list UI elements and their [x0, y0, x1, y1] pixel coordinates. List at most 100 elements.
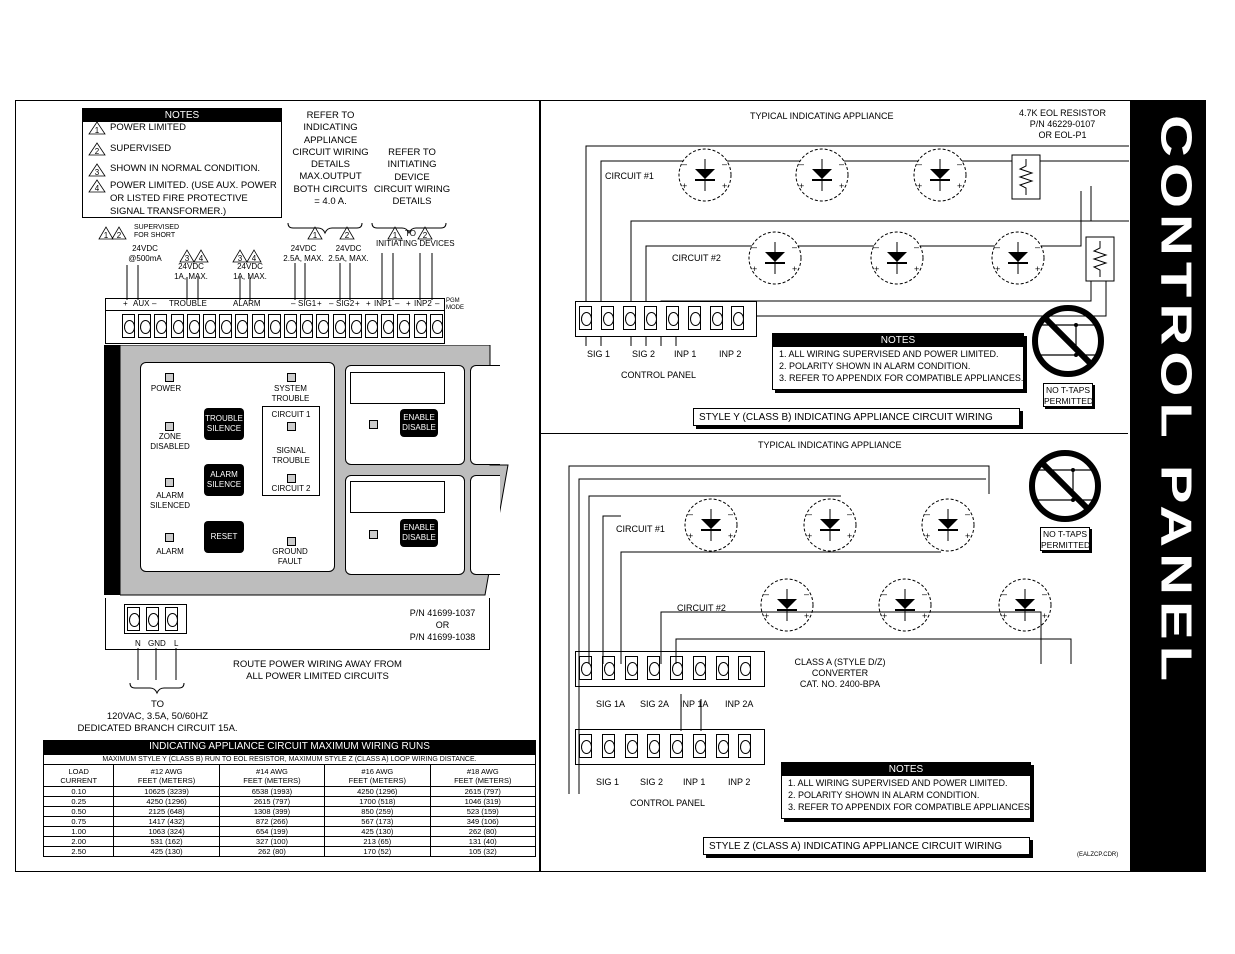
- table-cell: 425 (130): [113, 846, 220, 857]
- terminal-strip: [105, 298, 445, 344]
- svg-text:2: 2: [423, 231, 428, 240]
- alarm-silenced-led: [165, 478, 174, 487]
- right-panel-divider: [540, 433, 1128, 434]
- style-y-sig2: SIG 2: [632, 349, 656, 359]
- style-z-diagram: [568, 465, 1072, 794]
- style-z-control-panel: CONTROL PANEL: [630, 798, 706, 808]
- screw-terminal: [601, 734, 615, 758]
- screw-terminal: [709, 306, 723, 330]
- note-triangle-icon: [339, 226, 355, 240]
- svg-text:–: –: [922, 589, 927, 599]
- reset-button[interactable]: RESET: [204, 521, 244, 553]
- svg-text:+: +: [807, 531, 812, 541]
- screw-terminal: [267, 314, 281, 338]
- note-triangle-icon: [88, 142, 106, 156]
- power-label: POWER: [150, 384, 182, 393]
- screw-terminal: [316, 314, 330, 338]
- style-z-circuit1: CIRCUIT #1: [616, 524, 665, 534]
- screw-terminal: [284, 314, 297, 338]
- screw-terminal: [397, 314, 411, 338]
- screw-terminal: [715, 656, 729, 680]
- table-cell: 6538 (1993): [218, 786, 326, 797]
- panel-side-black: [104, 345, 120, 595]
- left-panel-frame: [15, 100, 540, 872]
- runs-table-header: INDICATING APPLIANCE CIRCUIT MAXIMUM WIR…: [43, 740, 536, 754]
- screw-terminal: [670, 734, 683, 758]
- screw-terminal: [429, 314, 443, 338]
- screw-terminal: [219, 314, 233, 338]
- screw-terminal: [738, 656, 752, 680]
- table-cell: 523 (159): [429, 806, 537, 817]
- table-cell: 1417 (432): [113, 816, 220, 827]
- style-z-sig2a: SIG 2A: [640, 699, 670, 709]
- style-z-sig2: SIG 2: [640, 777, 664, 787]
- screw-terminal: [715, 734, 729, 758]
- notes-box-left: NOTES: [82, 108, 282, 218]
- table-cell: 349 (106): [429, 816, 537, 827]
- table-cell: 262 (80): [218, 846, 326, 857]
- table-cell: 105 (32): [429, 846, 537, 857]
- table-cell: 872 (266): [218, 816, 326, 827]
- svg-text:1: 1: [104, 231, 109, 240]
- notes-header: NOTES: [83, 109, 281, 122]
- note-num: 1: [95, 126, 100, 135]
- screw-terminal: [644, 306, 658, 330]
- circuit1-window: [350, 372, 445, 404]
- screw-terminal: [170, 314, 184, 338]
- circuit1-display: [345, 365, 465, 465]
- table-cell: 2.00: [42, 836, 115, 847]
- note-triangle-icon: [307, 226, 323, 240]
- system-trouble-led: [287, 373, 296, 382]
- terminal-l: L: [174, 639, 179, 648]
- table-cell: 0.25: [42, 796, 115, 807]
- style-y-inp1: INP 1: [674, 349, 697, 359]
- table-cell: 0.75: [42, 816, 115, 827]
- inp1-label: INP1: [374, 299, 392, 308]
- table-cell: 10625 (3239): [113, 786, 220, 797]
- sig2-label: SIG2: [336, 299, 355, 308]
- note-num: 4: [95, 184, 100, 193]
- screw-terminal: [146, 607, 159, 631]
- svg-text:3: 3: [185, 254, 190, 263]
- table-cell: 4250 (1296): [324, 786, 431, 797]
- svg-text:+: +: [1042, 611, 1047, 621]
- svg-text:–: –: [752, 242, 757, 252]
- screw-terminal: [692, 656, 706, 680]
- power-led: [165, 373, 174, 382]
- style-z-notes: NOTES 1. ALL WIRING SUPERVISED AND POWER…: [781, 762, 1032, 819]
- file-ref: (EALZCP.CDR): [1077, 852, 1119, 858]
- circuit1-enable-led: [369, 420, 378, 429]
- screw-terminal: [122, 314, 135, 338]
- screw-terminal: [647, 734, 661, 758]
- svg-text:–: –: [1002, 589, 1007, 599]
- svg-text:–: –: [882, 589, 887, 599]
- extra-display-1: [470, 365, 500, 465]
- table-cell: 131 (40): [429, 836, 537, 847]
- table-cell: 327 (100): [218, 836, 326, 847]
- svg-text:+: +: [1035, 264, 1040, 274]
- extra-display-2: [470, 475, 500, 575]
- alarm-label: ALARM: [156, 547, 184, 556]
- table-cell: 2615 (797): [429, 786, 537, 797]
- to-initiating-devices: INITIATING DEVICES: [376, 239, 455, 248]
- svg-text:–: –: [764, 589, 769, 599]
- svg-text:–: –: [874, 242, 879, 252]
- screw-terminal: [186, 314, 200, 338]
- alarm-label: ALARM: [233, 299, 261, 308]
- terminal-n: N: [135, 639, 141, 648]
- note-triangle-icon: [193, 249, 209, 263]
- note-triangle-icon: [88, 121, 106, 135]
